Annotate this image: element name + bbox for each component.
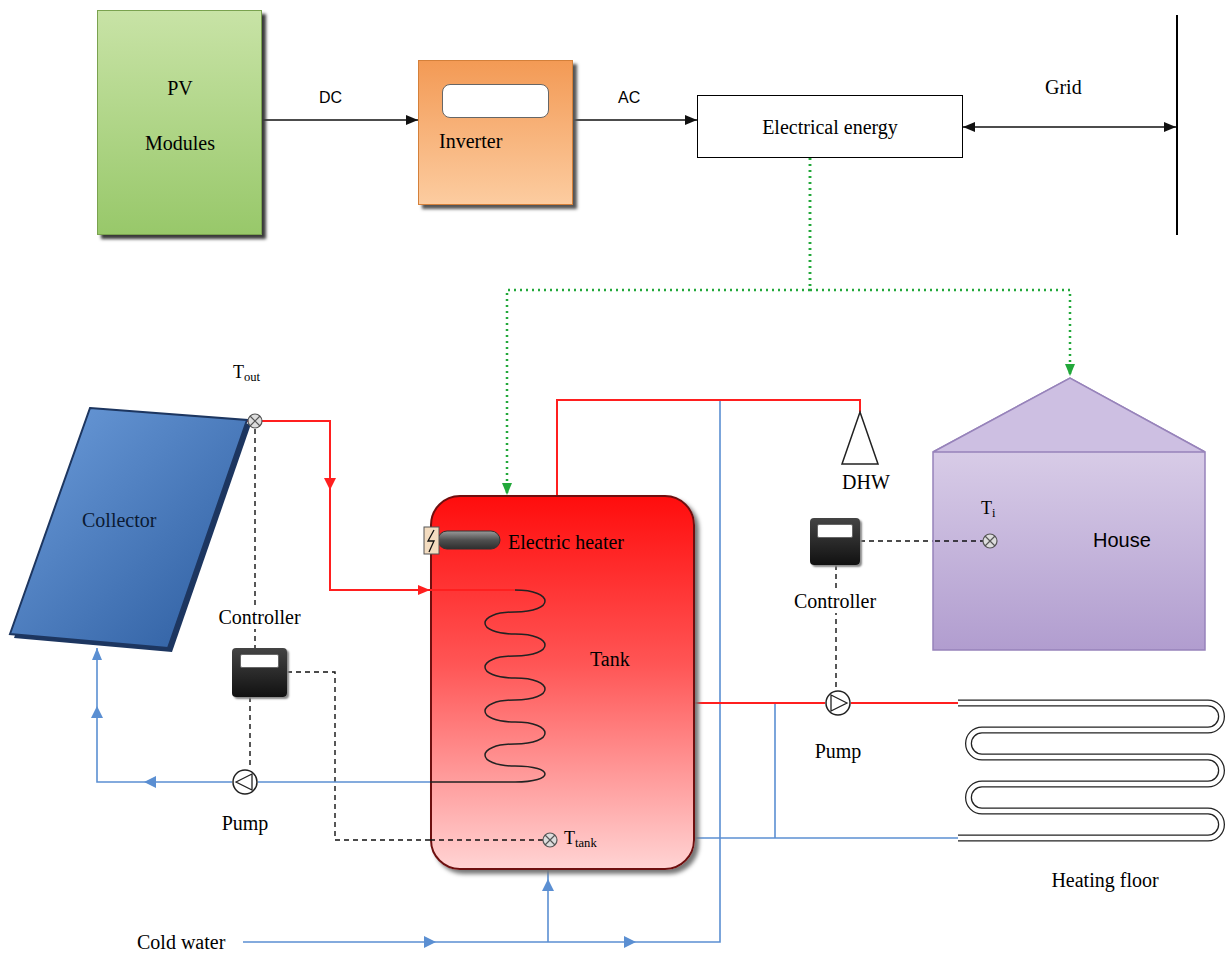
heater-label-holder: Electric heater (508, 530, 624, 554)
pv-module-box: PV Modules (97, 10, 262, 235)
node-label: Pump (222, 811, 269, 835)
sensor-label: Ti (981, 496, 996, 520)
temperature-sensor (248, 414, 262, 428)
energy-box: Electrical energy (697, 95, 963, 158)
temperature-sensor (983, 534, 997, 548)
sensor-label: Ttank (564, 826, 597, 850)
connector (835, 565, 836, 690)
dhw-outlet-outline (842, 412, 878, 464)
solar-collector: Collector (10, 408, 247, 648)
pump-impeller (831, 695, 847, 711)
lightning-symbol (428, 530, 434, 552)
pump-impeller (236, 774, 252, 790)
connector (963, 126, 1176, 127)
pump-symbol-outline (232, 769, 258, 795)
pump-casing (233, 770, 257, 794)
house-roof (933, 378, 1205, 452)
connector (258, 781, 430, 783)
flow-arrow (424, 936, 436, 948)
signal-wire (287, 672, 430, 840)
floor-pipe (958, 703, 1222, 838)
sensor-label: Tout (233, 360, 260, 384)
signal-wire (860, 540, 935, 541)
connector (557, 400, 860, 495)
node-label: House (1093, 528, 1151, 552)
signal-wire (430, 839, 543, 840)
sensor-label-holder: Ti (981, 496, 996, 520)
tap-triangle (842, 412, 878, 464)
connector (262, 119, 418, 120)
controller-box: Controller (232, 648, 287, 697)
coil-inlet (430, 589, 515, 591)
edge-label-holder: DC (319, 86, 342, 110)
heating-floor-coil: Heating floor (958, 700, 1224, 845)
display-screen (240, 654, 279, 668)
sensor-label-holder: Tout (233, 360, 260, 384)
pipe-label: Cold water (137, 930, 225, 954)
temperature-sensor (543, 833, 557, 847)
cold-water-pipe (243, 400, 720, 942)
node-label: Inverter (439, 129, 502, 153)
signal-wire (935, 540, 983, 541)
node-label: Controller (216, 605, 302, 629)
flow-arrow (542, 879, 554, 891)
bypass-pipe (774, 703, 776, 838)
connector (247, 421, 430, 590)
node-label: Controller (792, 589, 878, 613)
connector (573, 119, 697, 120)
heater-terminal (424, 527, 439, 554)
floor-pipe-outline (958, 703, 1222, 838)
heating-floor-coil-outline (958, 700, 1224, 845)
node-label: Tank (590, 647, 630, 671)
heater-element (438, 531, 500, 549)
heater-label: Electric heater (508, 530, 624, 554)
edge-label: AC (618, 86, 640, 110)
pipe-label-holder: Cold water (137, 930, 225, 954)
house-shape: House (933, 376, 1207, 652)
node-label: PV Modules (135, 61, 225, 171)
pump-casing (826, 691, 850, 715)
connector (507, 158, 810, 495)
grid-bus: Grid (1176, 15, 1178, 235)
pump-symbol: Pump (232, 769, 258, 795)
heat-exchanger-coil (430, 590, 545, 782)
connector (249, 697, 250, 769)
connector (97, 648, 232, 782)
connector (810, 158, 1070, 376)
node-label: Electrical energy (762, 115, 898, 139)
flow-arrow (624, 936, 636, 948)
connector (695, 837, 958, 839)
sensor-label-holder: Ttank (564, 826, 597, 850)
house-body (933, 378, 1205, 650)
display-screen (817, 524, 853, 538)
pump-symbol: Pump (825, 690, 851, 716)
node-label: Heating floor (1051, 868, 1158, 892)
node-label: Collector (82, 508, 156, 532)
collector-panel (10, 408, 247, 648)
node-label: Pump (815, 739, 862, 763)
node-label: DHW (842, 470, 890, 494)
dhw-outlet: DHW (842, 412, 878, 464)
pump-symbol-outline (825, 690, 851, 716)
edge-label-holder: AC (618, 86, 640, 110)
display-screen (442, 84, 549, 118)
inverter-box: Inverter (418, 60, 573, 205)
edge-label: DC (319, 86, 342, 110)
controller-box: Controller (810, 518, 860, 565)
connector (695, 702, 825, 704)
house-shape-outline (933, 376, 1207, 652)
connector (851, 702, 958, 704)
node-label: Grid (1045, 75, 1082, 99)
